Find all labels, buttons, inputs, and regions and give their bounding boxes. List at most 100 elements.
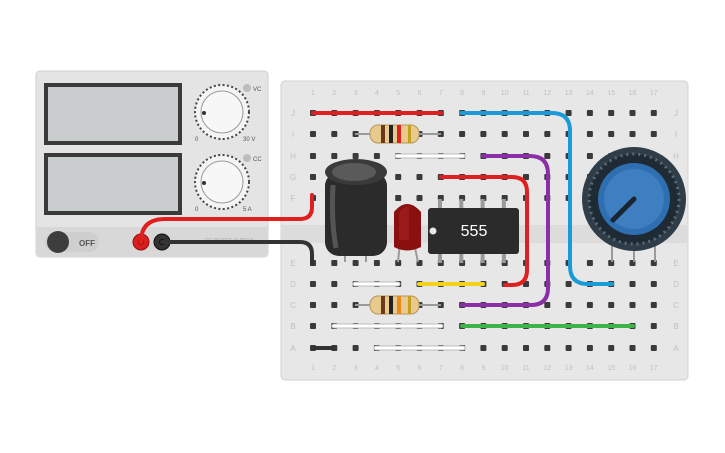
column-number: 13 [565,90,573,97]
column-number: 8 [460,365,464,372]
breadboard-hole[interactable] [608,131,615,137]
breadboard-hole[interactable] [480,131,487,137]
led[interactable] [394,204,421,263]
breadboard-hole[interactable] [310,281,316,287]
column-number: 15 [607,90,615,97]
column-number: 16 [629,365,637,372]
capacitor-icon [325,172,387,256]
column-number: 17 [650,365,658,372]
breadboard-hole[interactable] [586,302,593,308]
column-number: 10 [501,365,509,372]
ic-label: 555 [461,223,488,240]
breadboard-hole[interactable] [608,345,615,351]
power-supply[interactable]: VC 0 30 V CC 0 5 A OFF DC POWER SUPPLY [35,70,269,258]
breadboard-hole[interactable] [352,345,359,351]
breadboard-hole[interactable] [650,281,657,287]
black-ground-wire[interactable] [160,240,314,266]
breadboard-hole[interactable] [650,131,657,137]
resistor-band [381,296,385,314]
breadboard-hole[interactable] [629,345,636,351]
breadboard-hole[interactable] [331,281,338,287]
breadboard-hole[interactable] [459,131,466,137]
breadboard-hole[interactable] [331,302,338,308]
ic-pin [459,253,464,263]
ic-pin [501,253,506,263]
current-dial[interactable] [194,154,250,210]
breadboard-hole[interactable] [629,110,636,116]
breadboard-hole[interactable] [352,153,359,159]
breadboard-hole[interactable] [523,345,529,351]
column-number: 11 [522,365,529,372]
breadboard-hole[interactable] [395,174,402,180]
white-wires[interactable] [331,153,466,351]
breadboard-hole[interactable] [310,174,316,180]
breadboard-hole[interactable] [650,323,657,329]
breadboard-hole[interactable] [544,153,551,159]
breadboard-hole[interactable] [586,153,593,159]
breadboard-hole[interactable] [331,260,338,266]
breadboard-hole[interactable] [565,345,572,351]
breadboard-hole[interactable] [586,345,593,351]
potentiometer[interactable] [582,147,686,262]
switch-label: OFF [79,239,95,248]
row-letter: G [290,173,296,182]
row-letter: D [673,280,679,289]
breadboard-hole[interactable] [650,110,657,116]
column-number: 1 [311,365,315,372]
ic-pin [459,199,464,209]
ic-555[interactable]: 555 [428,199,519,263]
capacitor[interactable] [325,159,387,262]
breadboard-hole[interactable] [310,302,316,308]
breadboard-hole[interactable] [608,302,615,308]
breadboard-hole[interactable] [565,110,572,116]
breadboard-hole[interactable] [523,131,529,137]
breadboard-hole[interactable] [523,174,529,180]
breadboard-hole[interactable] [310,131,316,137]
breadboard-hole[interactable] [310,323,316,329]
purple-wire[interactable] [460,154,550,307]
red-wire-ic[interactable] [439,175,529,287]
breadboard-hole[interactable] [395,195,402,201]
column-number: 3 [354,90,358,97]
breadboard-hole[interactable] [310,153,316,159]
breadboard-hole[interactable] [586,110,593,116]
row-letter: C [673,301,679,310]
breadboard-hole[interactable] [331,153,338,159]
resistor-bottom[interactable] [355,295,441,315]
breadboard-hole[interactable] [331,131,338,137]
blue-wire[interactable] [459,111,614,286]
breadboard-hole[interactable] [544,302,551,308]
breadboard-hole[interactable] [416,195,423,201]
breadboard-hole[interactable] [544,345,551,351]
breadboard-hole[interactable] [480,345,487,351]
dial-face [200,90,244,134]
power-switch[interactable]: OFF [45,231,99,253]
resistor-band [389,125,393,143]
breadboard-hole[interactable] [586,131,593,137]
voltage-dial[interactable] [194,84,250,140]
red-power-wire[interactable] [139,193,314,244]
breadboard-hole[interactable] [629,281,636,287]
breadboard-hole[interactable] [373,153,380,159]
breadboard-hole[interactable] [586,260,593,266]
column-number: 9 [481,365,485,372]
breadboard-hole[interactable] [629,302,636,308]
breadboard-hole[interactable] [629,131,636,137]
column-number: 5 [396,90,400,97]
breadboard-hole[interactable] [608,110,615,116]
voltage-dial-min: 0 [195,137,199,143]
breadboard-hole[interactable] [416,174,423,180]
breadboard-hole[interactable] [501,345,508,351]
breadboard-hole[interactable] [650,345,657,351]
breadboard-hole[interactable] [650,302,657,308]
column-number: 6 [418,90,422,97]
breadboard-hole[interactable] [501,131,508,137]
breadboard-hole[interactable] [352,260,359,266]
breadboard-hole[interactable] [395,260,402,266]
breadboard-hole[interactable] [544,131,551,137]
row-letter: D [290,280,296,289]
breadboard-hole[interactable] [565,302,572,308]
breadboard-hole[interactable] [565,281,572,287]
resistor-top[interactable] [355,124,441,144]
breadboard-hole[interactable] [373,260,380,266]
